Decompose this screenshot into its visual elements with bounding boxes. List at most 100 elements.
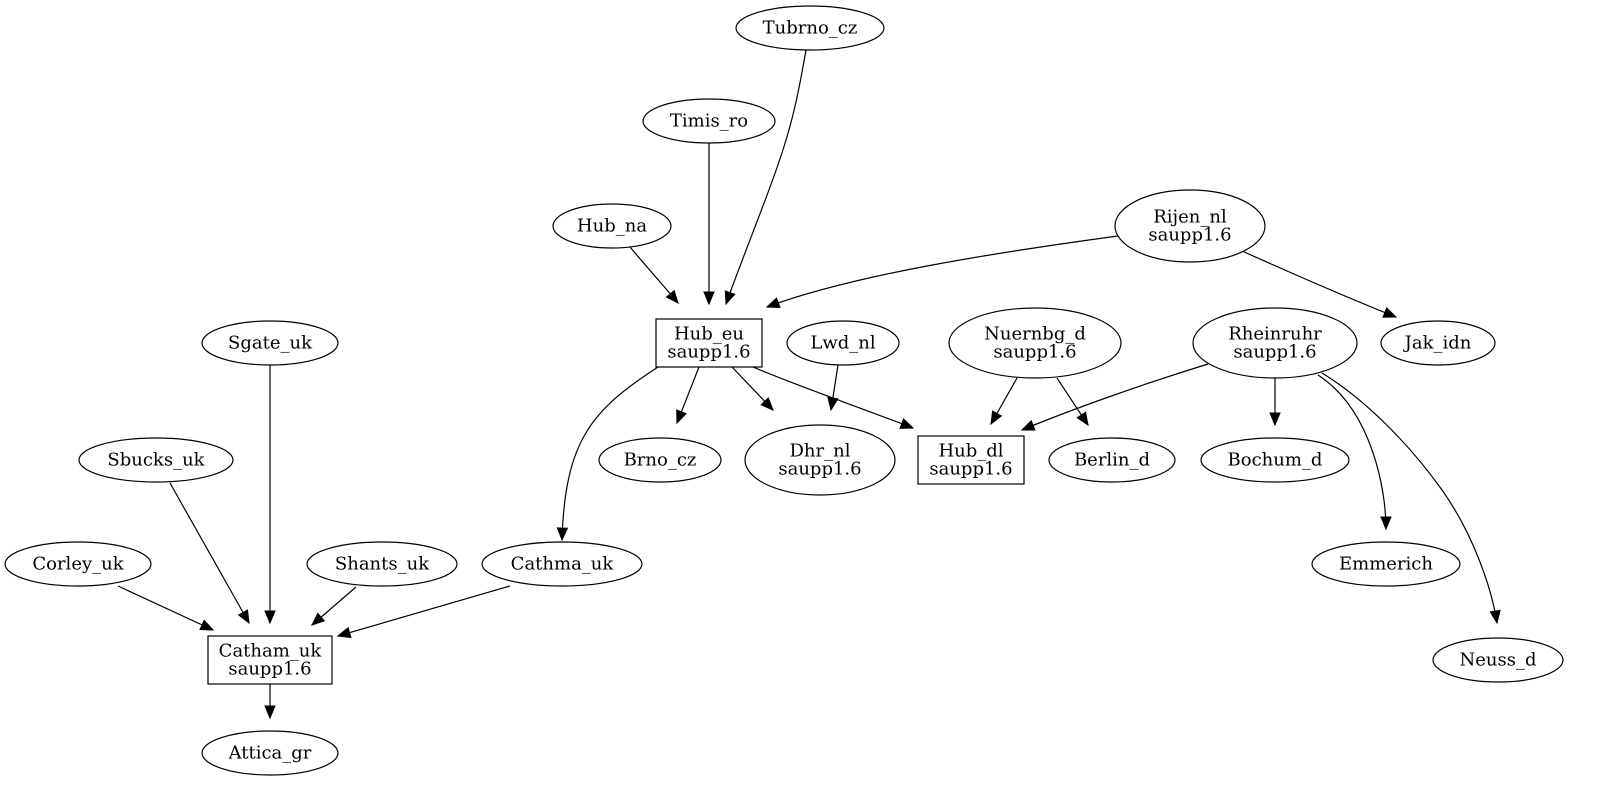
node-label: Neuss_d <box>1460 650 1537 671</box>
node-attica_gr[interactable]: Attica_gr <box>201 730 339 776</box>
arrowhead <box>237 609 250 625</box>
node-label: Emmerich <box>1339 554 1433 575</box>
arrowhead <box>765 297 781 309</box>
node-ellipse <box>948 307 1122 379</box>
node-label: Hub_dl <box>938 441 1003 462</box>
node-sublabel: saupp1.6 <box>993 342 1076 363</box>
edge-line <box>117 585 214 631</box>
node-label: Berlin_d <box>1074 450 1150 471</box>
node-ellipse <box>1048 437 1176 483</box>
edge-hub_eu-to-brno_cz <box>676 366 700 425</box>
node-label: Hub_eu <box>674 324 744 345</box>
arrowhead <box>1382 307 1398 318</box>
arrowhead <box>311 612 326 626</box>
node-berlin_d[interactable]: Berlin_d <box>1048 437 1176 483</box>
edge-rheinruhr-to-neuss_d <box>1321 372 1501 625</box>
node-box <box>917 435 1025 485</box>
node-box <box>207 635 333 685</box>
node-neuss_d[interactable]: Neuss_d <box>1432 637 1564 683</box>
node-sublabel: saupp1.6 <box>929 459 1012 480</box>
node-box <box>655 318 763 368</box>
node-ellipse <box>744 424 896 496</box>
node-ellipse <box>306 541 458 587</box>
edge-rheinruhr-to-emmerich <box>1317 374 1392 531</box>
node-label: Nuernbg_d <box>984 324 1086 345</box>
node-label: Sgate_uk <box>228 333 313 354</box>
edge-lwd_nl-to-dhr_nl <box>827 364 839 412</box>
node-ellipse <box>786 320 900 366</box>
node-ellipse <box>552 203 672 249</box>
node-brno_cz[interactable]: Brno_cz <box>598 437 722 483</box>
edge-shants_uk-to-catham_uk <box>311 586 357 626</box>
edge-rijen_nl-to-hub_eu <box>765 235 1119 309</box>
edge-line <box>561 366 659 541</box>
node-timis_ro[interactable]: Timis_ro <box>642 98 776 144</box>
node-label: Bochum_d <box>1228 450 1323 471</box>
edge-line <box>766 235 1119 308</box>
arrowhead <box>676 409 687 425</box>
node-shants_uk[interactable]: Shants_uk <box>306 541 458 587</box>
node-ellipse <box>735 5 885 51</box>
node-corley_uk[interactable]: Corley_uk <box>4 541 152 587</box>
arrowhead <box>827 396 839 412</box>
node-ellipse <box>1380 320 1496 366</box>
edge-hub_eu-to-cathma_uk <box>556 366 659 542</box>
edge-nuernbg_d-to-hub_dl <box>990 377 1018 426</box>
edge-timis_ro-to-hub_eu <box>703 143 715 306</box>
arrowhead <box>1380 516 1392 531</box>
edge-line <box>1321 372 1498 624</box>
node-ellipse <box>4 541 152 587</box>
edge-sbucks_uk-to-catham_uk <box>169 482 250 625</box>
node-sbucks_uk[interactable]: Sbucks_uk <box>78 437 234 483</box>
arrowhead <box>264 705 276 720</box>
node-label: Lwd_nl <box>810 333 875 354</box>
node-emmerich[interactable]: Emmerich <box>1311 541 1461 587</box>
arrowhead <box>336 626 352 639</box>
node-label: Tubrno_cz <box>763 18 858 39</box>
edge-rheinruhr-to-bochum_d <box>1269 378 1281 427</box>
edge-sgate_uk-to-catham_uk <box>264 365 276 625</box>
node-ellipse <box>201 730 339 776</box>
node-tubrno_cz[interactable]: Tubrno_cz <box>735 5 885 51</box>
edge-cathma_uk-to-catham_uk <box>336 585 511 639</box>
node-ellipse <box>1200 437 1350 483</box>
node-ellipse <box>78 437 234 483</box>
arrowhead <box>199 619 215 631</box>
node-cathma_uk[interactable]: Cathma_uk <box>481 541 643 587</box>
edge-corley_uk-to-catham_uk <box>117 585 215 631</box>
edge-rheinruhr-to-hub_dl <box>1020 363 1209 431</box>
node-label: Rijen_nl <box>1153 207 1227 228</box>
node-label: Jak_idn <box>1403 333 1472 354</box>
edge-line <box>725 49 807 305</box>
arrowhead <box>1076 411 1089 427</box>
node-sgate_uk[interactable]: Sgate_uk <box>201 320 339 366</box>
node-hub_na[interactable]: Hub_na <box>552 203 672 249</box>
node-label: Cathma_uk <box>511 554 615 575</box>
node-sublabel: saupp1.6 <box>667 342 750 363</box>
edge-hub_eu-to-dhr_nl <box>731 366 774 411</box>
arrowhead <box>264 610 276 625</box>
node-label: Corley_uk <box>32 554 124 575</box>
node-sublabel: saupp1.6 <box>1148 225 1231 246</box>
node-ellipse <box>642 98 776 144</box>
node-bochum_d[interactable]: Bochum_d <box>1200 437 1350 483</box>
arrowhead <box>665 289 679 304</box>
node-ellipse <box>1311 541 1461 587</box>
node-sublabel: saupp1.6 <box>228 659 311 680</box>
edge-line <box>337 585 511 637</box>
edge-nuernbg_d-to-berlin_d <box>1056 377 1089 427</box>
arrowhead <box>899 418 915 429</box>
node-lwd_nl[interactable]: Lwd_nl <box>786 320 900 366</box>
arrowhead <box>1489 609 1501 625</box>
node-label: Hub_na <box>577 216 647 237</box>
edge-line <box>169 482 250 624</box>
node-ellipse <box>1432 637 1564 683</box>
node-jak_idn[interactable]: Jak_idn <box>1380 320 1496 366</box>
